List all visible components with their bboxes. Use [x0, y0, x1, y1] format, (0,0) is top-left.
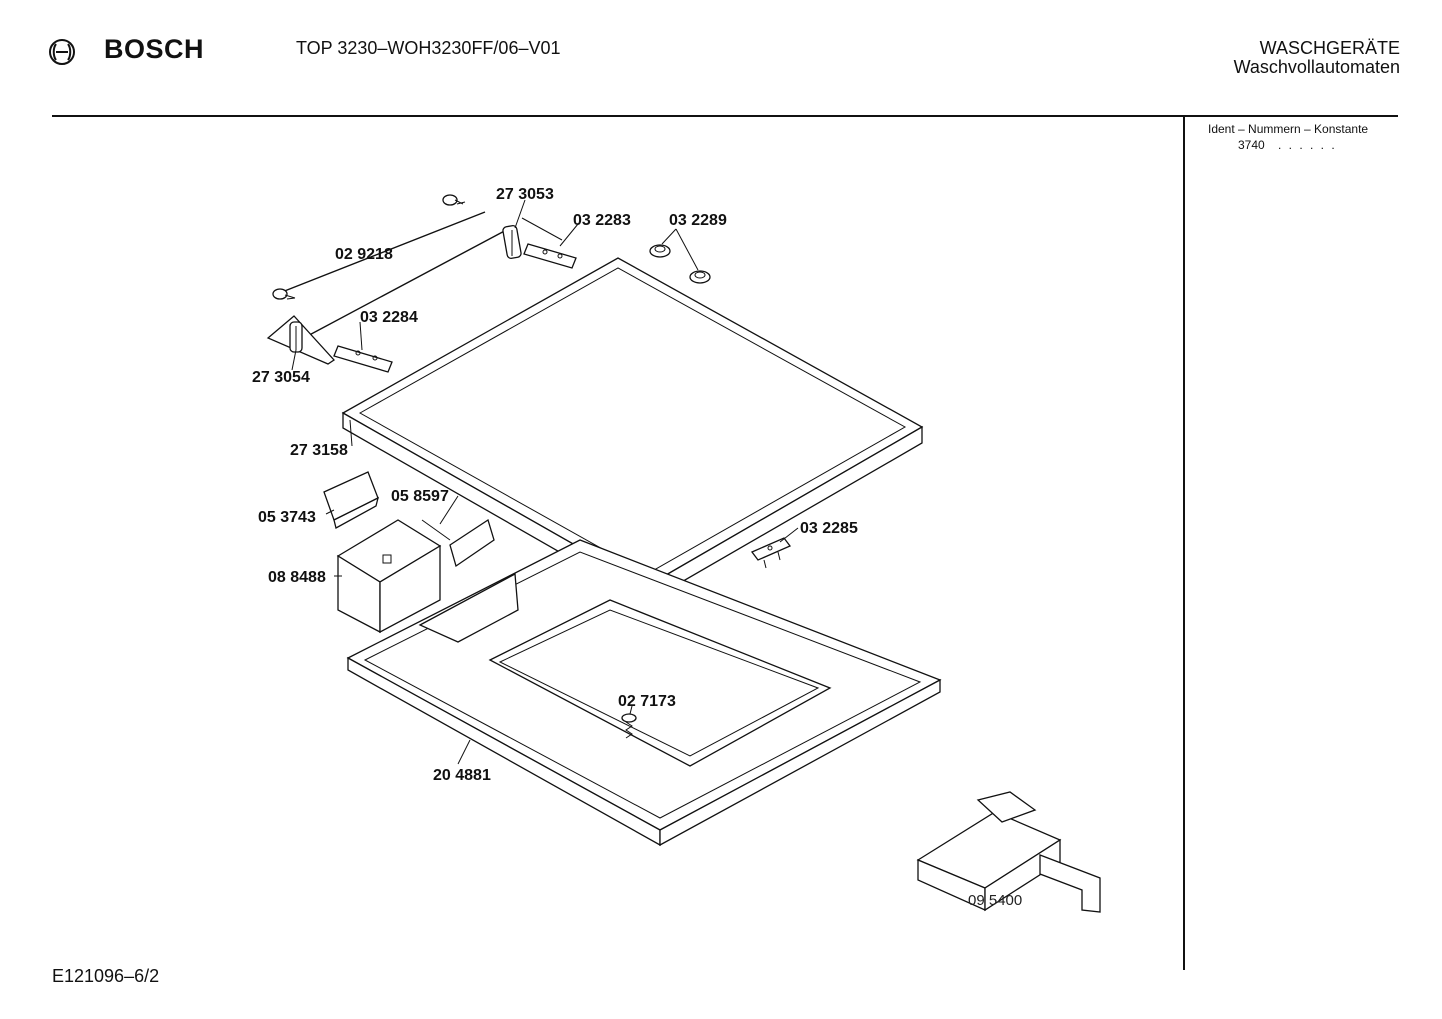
part-label-029218: 02 9218: [335, 246, 393, 263]
door-lock-part[interactable]: [916, 791, 1101, 913]
lower-hinge-part[interactable]: [266, 315, 335, 365]
bracket-part-032285[interactable]: [750, 537, 792, 569]
upper-hinge-part[interactable]: [502, 217, 563, 259]
dispenser-drawer-part[interactable]: [336, 519, 442, 634]
header-divider: [52, 115, 1398, 117]
part-label-095400: 09 5400: [968, 892, 1022, 909]
foot-part-032289[interactable]: [649, 228, 711, 284]
part-label-273158: 27 3158: [290, 442, 348, 459]
bracket-part-032283[interactable]: [523, 243, 577, 269]
ident-title: Ident – Nummern – Konstante: [1208, 122, 1369, 136]
brand-name: BOSCH: [104, 34, 205, 64]
top-frame-part[interactable]: [346, 539, 942, 847]
part-label-053743: 05 3743: [258, 509, 316, 526]
part-label-273053: 27 3053: [496, 186, 554, 203]
part-label-204881: 20 4881: [433, 767, 491, 784]
part-label-058597: 05 8597: [391, 488, 449, 505]
model-title: TOP 3230–WOH3230FF/06–V01: [296, 38, 561, 58]
subcategory-title: Waschvollautomaten: [1233, 57, 1400, 77]
category-title: WASCHGERÄTE: [1259, 38, 1400, 58]
dispenser-flap-part[interactable]: [421, 518, 495, 568]
part-label-032289: 03 2289: [669, 212, 727, 229]
bracket-part-032284[interactable]: [333, 345, 393, 373]
bosch-logo-icon: [49, 39, 75, 65]
part-label-032284: 03 2284: [360, 309, 418, 326]
part-label-032283: 03 2283: [573, 212, 631, 229]
part-label-088488: 08 8488: [268, 569, 326, 586]
ident-value: 3740: [1238, 138, 1265, 152]
ident-dots: . . . . . .: [1278, 138, 1337, 152]
leader-lines: [291, 199, 799, 765]
hinge-pin-part[interactable]: [272, 194, 511, 341]
part-label-273054: 27 3054: [252, 369, 310, 386]
screw-part[interactable]: [621, 713, 637, 739]
drawing-code: E121096–6/2: [52, 966, 160, 986]
sidebar-divider: [1183, 115, 1185, 970]
part-label-027173: 02 7173: [618, 693, 676, 710]
dispenser-cover-part[interactable]: [323, 471, 379, 529]
part-label-032285: 03 2285: [800, 520, 858, 537]
